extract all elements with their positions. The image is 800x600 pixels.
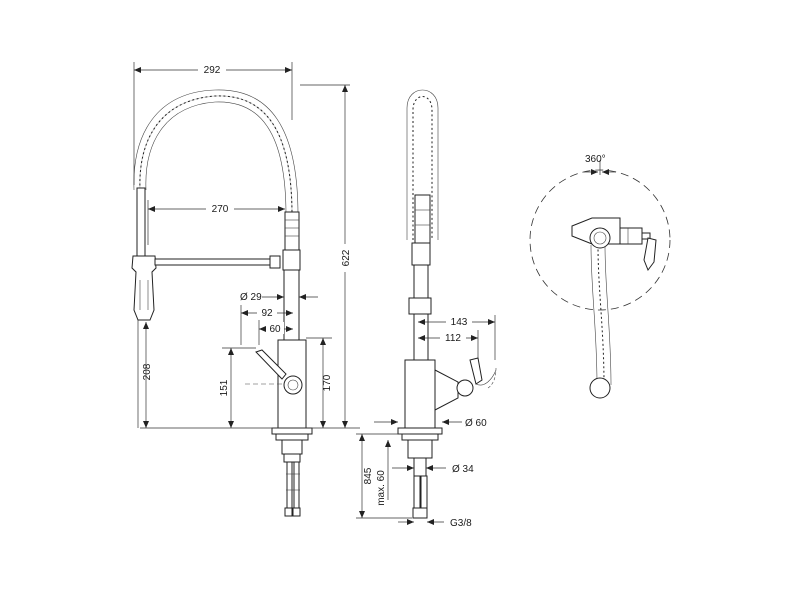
- dim-151: 151: [219, 379, 230, 396]
- spray-head: [131, 255, 157, 321]
- horizontal-arm: [154, 258, 276, 266]
- dim-292: 292: [204, 65, 221, 76]
- dim-thread: G3/8: [450, 518, 472, 529]
- lever-hub: [283, 375, 303, 395]
- dim-mount-hole: Ø 34: [452, 464, 474, 475]
- front-view: 292 270 Ø 29 92 60 208 151 170: [131, 62, 360, 517]
- side-view: 143 112 Ø 60 Ø 34 845 max. 60 G3/8: [356, 89, 497, 529]
- side-body: [404, 359, 436, 429]
- dim-143: 143: [451, 317, 468, 328]
- dim-112: 112: [445, 333, 461, 344]
- dim-max-60: max. 60: [376, 470, 387, 506]
- lever-handle: [255, 349, 287, 380]
- top-view: 360°: [529, 154, 671, 399]
- dim-622: 622: [341, 249, 352, 266]
- side-lever: [469, 357, 483, 385]
- dim-60-front: 60: [269, 324, 281, 335]
- column: [283, 269, 300, 341]
- dim-170: 170: [322, 374, 333, 391]
- dim-rotation: 360°: [585, 154, 606, 165]
- dim-92: 92: [261, 308, 273, 319]
- dim-208: 208: [142, 363, 153, 380]
- spring-coil-front: [139, 95, 293, 216]
- spring-coil-top: [597, 244, 605, 386]
- dim-845: 845: [363, 467, 374, 484]
- dim-270: 270: [212, 204, 229, 215]
- dim-base-diameter: Ø 60: [465, 418, 487, 429]
- dim-hose-diameter: Ø 29: [240, 292, 262, 303]
